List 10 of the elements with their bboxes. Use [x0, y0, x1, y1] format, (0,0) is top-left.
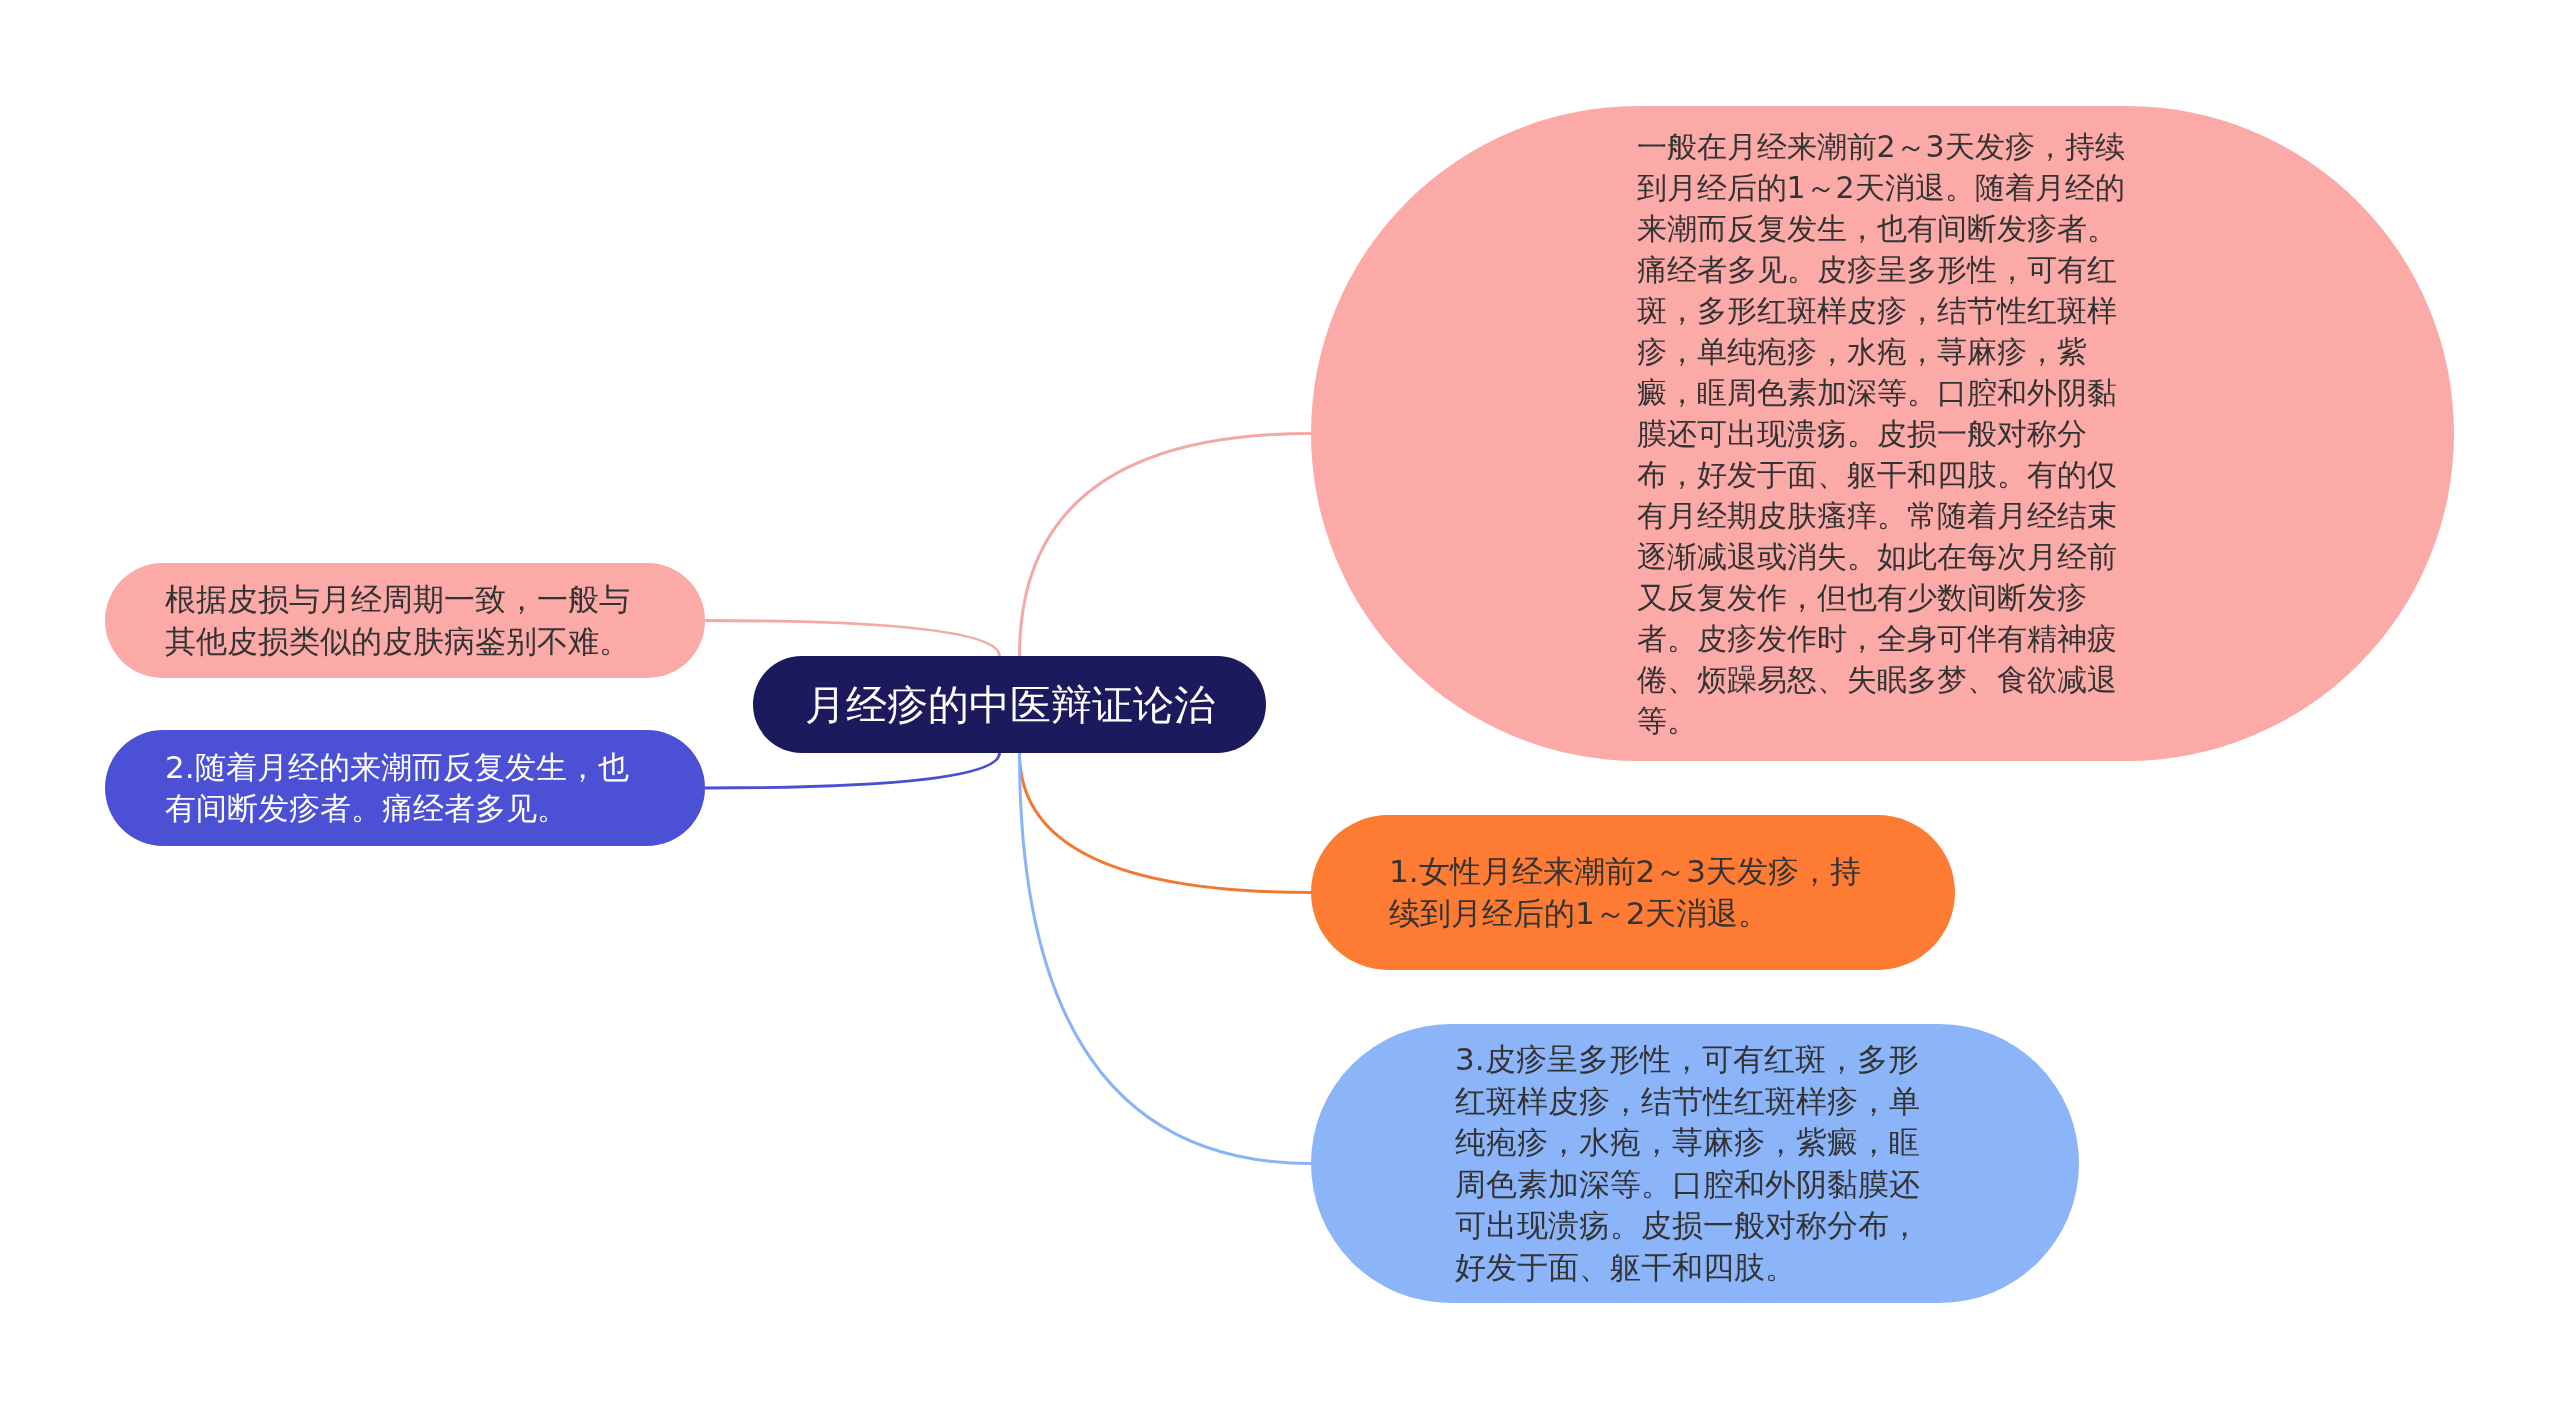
node-text: 2.随着月经的来潮而反复发生，也有间断发疹者。痛经者多见。 — [165, 747, 630, 828]
node-text: 1.女性月经来潮前2～3天发疹，持续到月经后的1～2天消退。 — [1389, 852, 1863, 933]
connector-line — [705, 752, 1001, 790]
node-text: 3.皮疹呈多形性，可有红斑，多形红斑样皮疹，结节性红斑样疹，单纯疱疹，水疱，荨麻疹，紫癜，眶周色素加深等。口腔和外阴黏膜还可出现溃疡。皮损一般对称分布，好发于面、躯干和四肢。 — [1455, 1040, 1921, 1287]
node-text: 根据皮损与月经周期一致，一般与其他皮损类似的皮肤病鉴别不难。 — [165, 580, 631, 661]
node-text: 月经疹的中医辩证论治 — [803, 680, 1216, 729]
node-text: 一般在月经来潮前2～3天发疹，持续到月经后的1～2天消退。随着月经的来潮而反复发生，也有间断发疹者。痛经者多见。皮疹呈多形性，可有红斑，多形红斑样皮疹，结节性红斑样疹，单纯疱疹，水疱，荨麻疹，紫癜，眶周色素加深等。口腔和外阴黏膜还可出现溃疡。皮损一般对称分布，好发于面、躯干和四肢。有的仅有月经期皮肤瘙痒。常随着月经结束逐渐减退或消失。如此在每次月经前又反复发作，但也有少数间断发疹者。皮疹发作时，全身可伴有精神疲倦、烦躁易怒、失眠多梦、食欲减退等。 — [1636, 128, 2126, 740]
connector-line — [1018, 432, 1312, 657]
connector-line — [705, 619, 1001, 657]
connector-line — [1018, 752, 1312, 1165]
